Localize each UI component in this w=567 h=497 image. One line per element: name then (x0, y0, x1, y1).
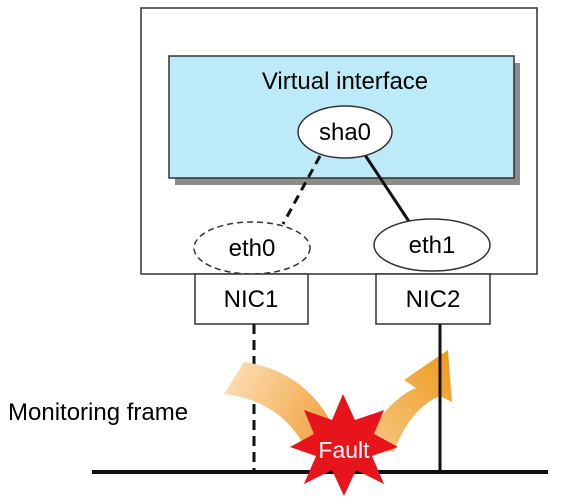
eth1-label: eth1 (409, 232, 456, 259)
virtual-interface-label: Virtual interface (262, 68, 428, 95)
eth1-node (373, 218, 491, 272)
fault-label: Fault (318, 437, 370, 463)
link-sha0-eth0 (281, 155, 322, 225)
nic1-box (194, 273, 309, 325)
eth0-label: eth0 (229, 235, 276, 262)
nic2-box (375, 273, 491, 325)
monitoring-arrow-left (224, 362, 336, 446)
nic2-label: NIC2 (406, 286, 461, 313)
monitoring-frame-label: Monitoring frame (8, 399, 188, 426)
fault-burst (290, 394, 398, 496)
link-sha0-eth1 (363, 154, 414, 227)
eth0-node (193, 221, 311, 275)
switch-arrow-right (362, 350, 452, 452)
sha0-node (297, 105, 393, 159)
nic1-label: NIC1 (224, 286, 279, 313)
sha0-label: sha0 (319, 119, 371, 146)
